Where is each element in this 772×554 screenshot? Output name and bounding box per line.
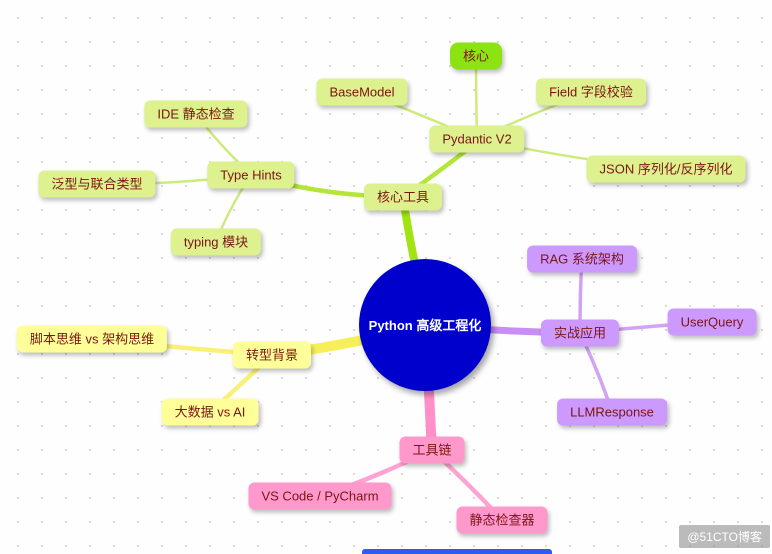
node-pydantic-v2[interactable]: Pydantic V2 <box>429 125 525 153</box>
node-script-vs-arch[interactable]: 脚本思维 vs 架构思维 <box>16 325 168 353</box>
node-toolchain[interactable]: 工具链 <box>399 436 465 464</box>
node-central-root[interactable]: Python 高级工程化 <box>359 259 491 391</box>
node-static-checker[interactable]: 静态检查器 <box>456 506 548 534</box>
node-typing-module[interactable]: typing 模块 <box>170 228 262 256</box>
bottom-partial-node <box>362 549 552 554</box>
node-vscode-pycharm[interactable]: VS Code / PyCharm <box>248 482 392 510</box>
node-type-hints[interactable]: Type Hints <box>207 161 295 189</box>
node-core-tools[interactable]: 核心工具 <box>363 183 443 211</box>
node-field[interactable]: Field 字段校验 <box>536 78 646 106</box>
watermark-51cto: @51CTO博客 <box>679 525 770 548</box>
node-userquery[interactable]: UserQuery <box>667 308 757 336</box>
node-practice[interactable]: 实战应用 <box>540 319 620 347</box>
node-rag[interactable]: RAG 系统架构 <box>527 245 637 273</box>
node-ide-check[interactable]: IDE 静态检查 <box>144 100 248 128</box>
node-generics[interactable]: 泛型与联合类型 <box>38 170 156 198</box>
node-json-serialization[interactable]: JSON 序列化/反序列化 <box>586 155 746 183</box>
node-core[interactable]: 核心 <box>449 42 503 70</box>
node-basemodel[interactable]: BaseModel <box>316 78 408 106</box>
node-llmresponse[interactable]: LLMResponse <box>557 398 667 426</box>
node-background[interactable]: 转型背景 <box>232 341 312 369</box>
node-bigdata-vs-ai[interactable]: 大数据 vs AI <box>161 398 259 426</box>
